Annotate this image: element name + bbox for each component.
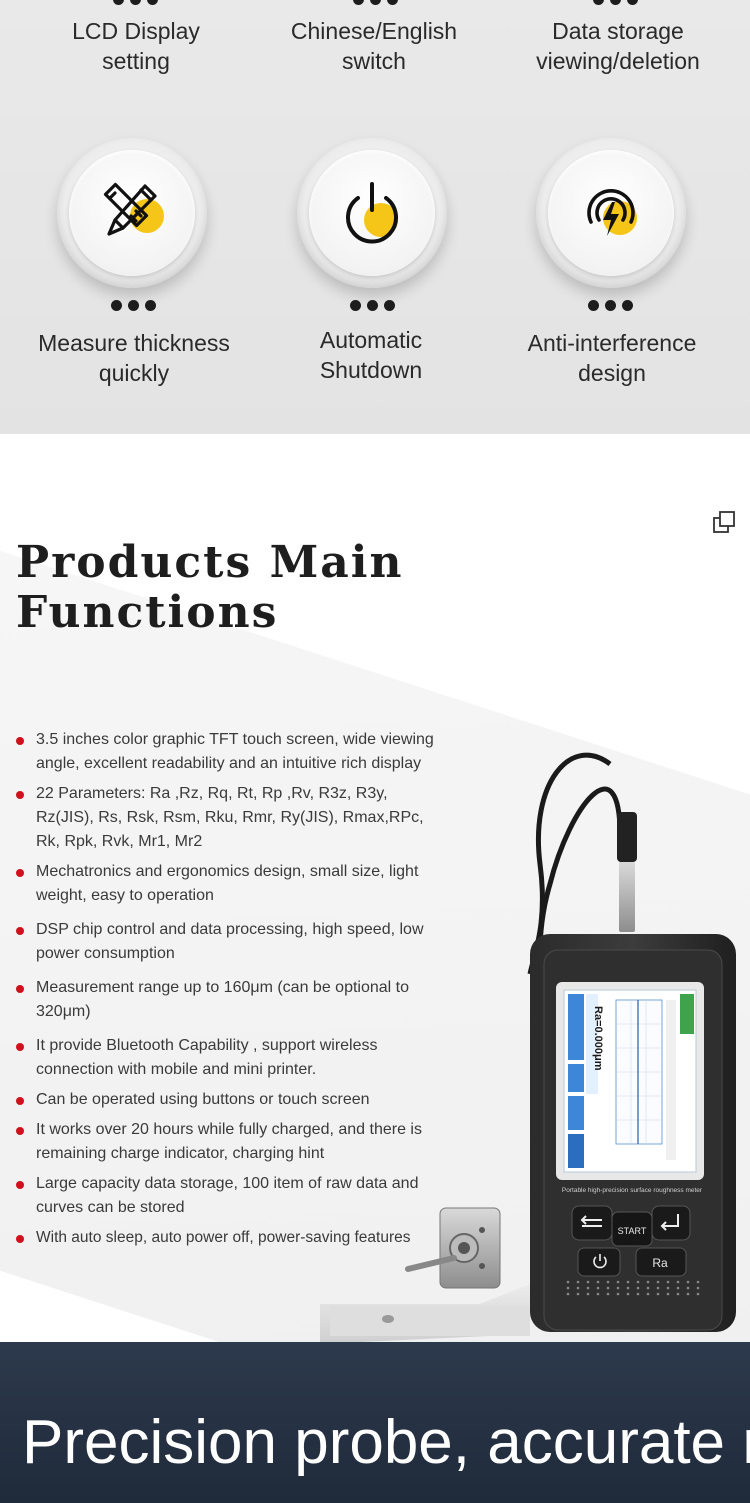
pencil-ruler-icon (103, 182, 164, 236)
feature-label-line: Shutdown (319, 357, 423, 383)
page-title: Products Main Functions (16, 538, 436, 638)
bullet-icon (16, 1235, 24, 1243)
list-item: It provide Bluetooth Capability , suppor… (14, 1034, 434, 1082)
feature-label-shutdown: Automatic Shutdown (251, 325, 491, 385)
start-label: START (618, 1226, 647, 1236)
dots-decoration (342, 298, 402, 316)
feature-label-language: Chinese/English switch (254, 16, 494, 76)
bullet-icon (16, 791, 24, 799)
feature-label-lcd: LCD Display setting (16, 16, 256, 76)
function-text: It provide Bluetooth Capability , suppor… (36, 1037, 378, 1078)
roughness-meter-illustration: Ra=0.000μm Portable high-precision surfa… (320, 752, 736, 1342)
power-icon (346, 182, 398, 244)
device-caption: Portable high-precision surface roughnes… (562, 1187, 703, 1194)
function-text: With auto sleep, auto power off, power-s… (36, 1229, 411, 1246)
feature-label-interference: Anti-interference design (492, 328, 732, 388)
list-item: Large capacity data storage, 100 item of… (14, 1172, 434, 1220)
bullet-icon (16, 869, 24, 877)
bullet-icon (16, 985, 24, 993)
list-item: 22 Parameters: Ra ,Rz, Rq, Rt, Rp ,Rv, R… (14, 782, 434, 854)
expand-icon[interactable] (712, 510, 736, 534)
dots-decoration (103, 298, 163, 316)
bullet-icon (16, 1181, 24, 1189)
feature-label-line: Data storage (552, 18, 684, 44)
feature-label-storage: Data storage viewing/deletion (498, 16, 738, 76)
feature-label-line: Automatic (319, 327, 423, 353)
feature-label-line: quickly (98, 360, 170, 386)
feature-label-line: LCD Display (72, 18, 200, 44)
bullet-icon (16, 927, 24, 935)
title-line: Products Main (16, 537, 404, 588)
measure-thickness-badge (57, 138, 207, 288)
dots-decoration (585, 0, 645, 10)
list-item: DSP chip control and data processing, hi… (14, 918, 434, 966)
list-item: Can be operated using buttons or touch s… (14, 1088, 434, 1112)
list-item: It works over 20 hours while fully charg… (14, 1118, 434, 1166)
function-text: It works over 20 hours while fully charg… (36, 1121, 422, 1162)
anti-interference-badge (536, 138, 686, 288)
products-section: Products Main Functions 3.5 inches color… (0, 434, 750, 1342)
features-panel: LCD Display setting Chinese/English swit… (0, 0, 750, 434)
function-text: DSP chip control and data processing, hi… (36, 921, 424, 962)
feature-label-measure: Measure thickness quickly (14, 328, 254, 388)
list-item: 3.5 inches color graphic TFT touch scree… (14, 728, 434, 776)
banner-title: Precision probe, accurate measurement (22, 1408, 750, 1477)
function-text: 3.5 inches color graphic TFT touch scree… (36, 731, 434, 772)
bullet-icon (16, 737, 24, 745)
title-line: Functions (16, 587, 279, 638)
feature-label-line: Measure thickness (38, 330, 230, 356)
list-item: Measurement range up to 160μm (can be op… (14, 976, 434, 1024)
feature-label-line: Anti-interference (527, 330, 697, 356)
dots-decoration (580, 298, 640, 316)
bullet-icon (16, 1127, 24, 1135)
list-item: Mechatronics and ergonomics design, smal… (14, 860, 434, 908)
feature-label-line: viewing/deletion (536, 48, 700, 74)
function-text: Can be operated using buttons or touch s… (36, 1091, 370, 1108)
ra-button[interactable] (635, 1247, 687, 1277)
auto-shutdown-badge (297, 138, 447, 288)
feature-label-line: design (578, 360, 646, 386)
power-button[interactable] (577, 1247, 621, 1277)
bullet-icon (16, 1043, 24, 1051)
dots-decoration (105, 0, 165, 10)
screen-reading: Ra=0.000μm (592, 1006, 604, 1071)
feature-label-line: setting (102, 48, 170, 74)
function-text: Mechatronics and ergonomics design, smal… (36, 863, 419, 904)
bullet-icon (16, 1097, 24, 1105)
shield-lightning-icon (587, 189, 637, 236)
function-text: Large capacity data storage, 100 item of… (36, 1175, 419, 1216)
ra-label: Ra (652, 1256, 668, 1270)
function-list: 3.5 inches color graphic TFT touch scree… (14, 728, 434, 1250)
dots-decoration (345, 0, 405, 10)
feature-label-line: switch (342, 48, 406, 74)
list-item: With auto sleep, auto power off, power-s… (14, 1226, 434, 1250)
function-text: 22 Parameters: Ra ,Rz, Rq, Rt, Rp ,Rv, R… (36, 785, 424, 850)
function-text: Measurement range up to 160μm (can be op… (36, 979, 409, 1020)
bottom-banner: Precision probe, accurate measurement (0, 1342, 750, 1503)
feature-label-line: Chinese/English (290, 18, 458, 44)
